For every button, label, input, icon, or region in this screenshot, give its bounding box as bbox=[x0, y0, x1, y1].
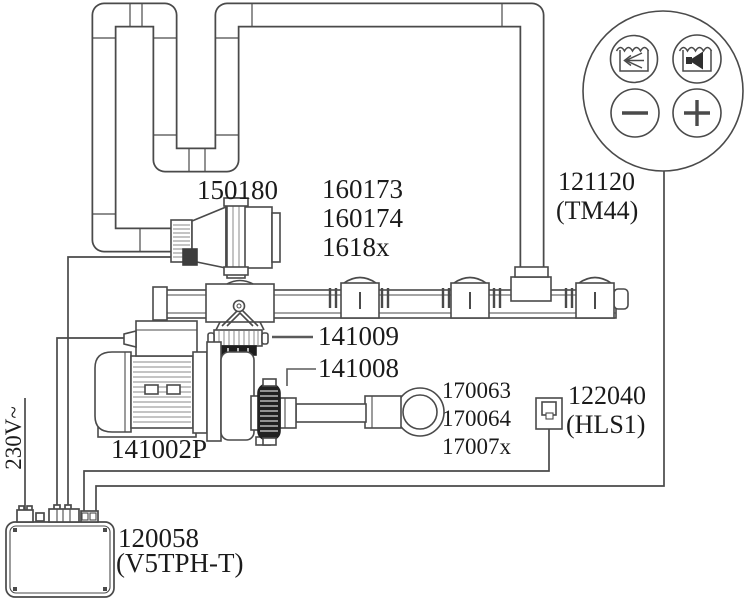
jet-fitting bbox=[340, 276, 380, 319]
pump-volute bbox=[220, 351, 255, 441]
jet-fitting bbox=[450, 276, 490, 319]
wire-control-panel bbox=[95, 171, 665, 513]
motor-terminal-box bbox=[135, 320, 198, 357]
jets-button bbox=[609, 34, 659, 84]
level-sensor-model-label: (HLS1) bbox=[566, 410, 646, 439]
wiring bbox=[24, 171, 665, 513]
control-box-part-label: 120058 bbox=[118, 523, 199, 553]
jet-fitting-part-label: 160173 bbox=[322, 174, 403, 204]
control-box-terminals bbox=[16, 504, 99, 523]
jet-fitting-part-label: 1618x bbox=[322, 232, 390, 262]
control-box-screws bbox=[13, 528, 107, 591]
heater-assembly bbox=[257, 378, 445, 446]
control-box-model-label: (V5TPH-T) bbox=[116, 548, 244, 578]
control-box bbox=[5, 504, 115, 598]
tee-fitting bbox=[510, 276, 552, 302]
heater-part-label: 17007x bbox=[442, 434, 511, 459]
jet-massage-icon bbox=[615, 46, 650, 72]
heater-body bbox=[364, 395, 402, 429]
manifold-end-cap bbox=[613, 288, 629, 310]
pump-flange bbox=[192, 351, 208, 434]
control-panel bbox=[582, 10, 744, 172]
pipe-loop bbox=[91, 2, 545, 290]
plus-icon bbox=[684, 100, 710, 126]
manifold-left-socket bbox=[152, 286, 168, 321]
leader-141008 bbox=[286, 368, 316, 386]
control-panel-face bbox=[582, 10, 744, 172]
motor-end-bell bbox=[94, 351, 132, 433]
level-sensor-part-label: 122040 bbox=[568, 381, 646, 410]
air-control-cable-port bbox=[182, 248, 198, 266]
motor-fins bbox=[133, 361, 191, 423]
air-control-part-label: 150180 bbox=[197, 175, 278, 205]
suction-union-nut bbox=[257, 378, 281, 446]
leader-lines bbox=[272, 335, 316, 386]
air-control-assembly bbox=[170, 197, 281, 279]
air-control-stem bbox=[226, 197, 246, 279]
level-sensor bbox=[535, 397, 563, 430]
manifold-flanges bbox=[328, 288, 574, 308]
heater-part-label: 170063 bbox=[442, 378, 511, 403]
tee-collar bbox=[514, 266, 549, 278]
discharge-union-part-label: 141009 bbox=[318, 321, 399, 351]
jet-fitting bbox=[575, 276, 615, 319]
control-panel-model-label: (TM44) bbox=[556, 196, 639, 225]
wire-pump bbox=[56, 337, 125, 510]
wire-level-sensor bbox=[83, 429, 550, 513]
pipe-joints bbox=[92, 4, 545, 270]
terminal-box-connector bbox=[123, 329, 137, 349]
jet-fitting-part-label: 160174 bbox=[322, 203, 403, 233]
heater-tube bbox=[295, 403, 367, 423]
suction-union-part-label: 141008 bbox=[318, 353, 399, 383]
power-supply-label: 230V~ bbox=[1, 406, 26, 470]
heater-part-label: 170064 bbox=[442, 406, 511, 431]
pump-flange bbox=[206, 341, 222, 442]
wire-air-control bbox=[67, 256, 186, 510]
underwater-light-icon bbox=[678, 46, 713, 72]
control-panel-part-label: 121120 bbox=[558, 167, 636, 196]
pump-part-label: 141002P bbox=[111, 434, 208, 464]
